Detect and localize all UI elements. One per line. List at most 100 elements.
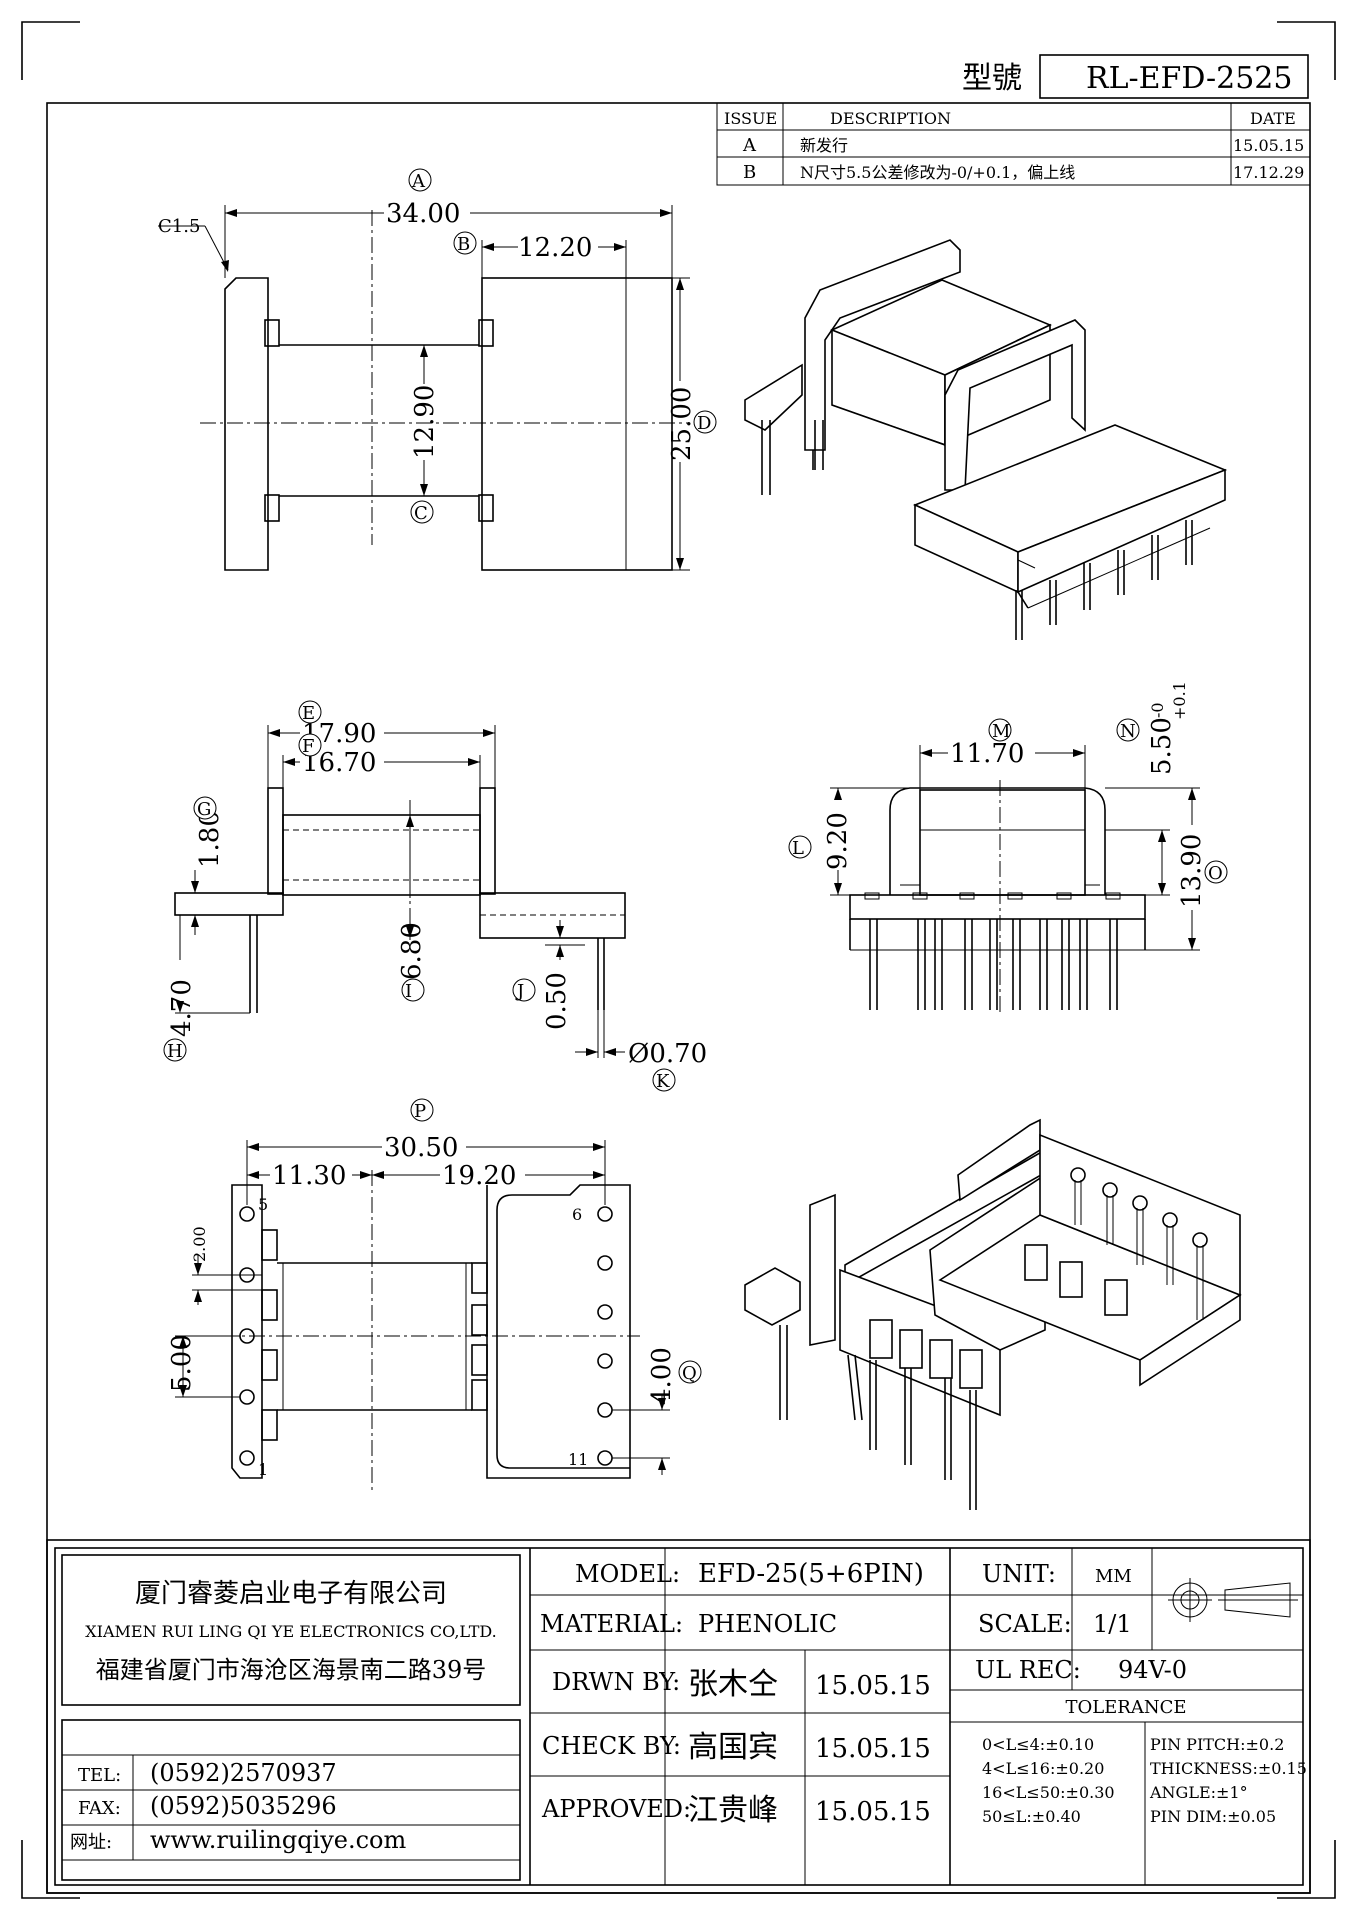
- pin-label-11: 11: [568, 1450, 588, 1469]
- model-value: EFD-25(5+6PIN): [698, 1559, 924, 1589]
- dim-q-label: Q: [682, 1363, 697, 1384]
- dim-pitch-small-value: 2.00: [190, 1226, 209, 1262]
- drawn-date: 15.05.15: [815, 1671, 931, 1701]
- dim-l-value: 9.20: [823, 812, 853, 870]
- dim-i-label: I: [405, 981, 412, 1002]
- approved-label: APPROVED:: [541, 1795, 691, 1823]
- revision-description-a: 新发行: [800, 136, 848, 155]
- tolerance-left-4: 50≤L:±0.40: [982, 1807, 1081, 1826]
- dim-g-value: 1.80: [195, 810, 225, 868]
- scale-value: 1/1: [1093, 1610, 1132, 1638]
- dim-h-label: H: [167, 1041, 183, 1062]
- model-header-value: RL-EFD-2525: [1086, 61, 1292, 96]
- revision-date-b: 17.12.29: [1233, 163, 1304, 182]
- approved-date: 15.05.15: [815, 1797, 931, 1827]
- drawn-label: DRWN BY:: [552, 1668, 680, 1696]
- fax-label: FAX:: [78, 1798, 121, 1819]
- dim-a-value: 34.00: [386, 199, 460, 229]
- drawn-name: 张木仝: [688, 1667, 778, 1702]
- dim-h-value: 4.70: [167, 979, 197, 1037]
- dim-j-label: J: [515, 981, 524, 1002]
- revision-date-a: 15.05.15: [1233, 136, 1304, 155]
- dim-o-label: O: [1208, 863, 1223, 884]
- revision-issue-b: B: [743, 162, 756, 183]
- dim-e-label: E: [302, 703, 315, 724]
- projection-symbol-icon: [1168, 1578, 1298, 1622]
- model-label: MODEL:: [575, 1560, 680, 1588]
- revision-header-date: DATE: [1250, 109, 1296, 128]
- crop-marks: [21, 21, 1336, 1899]
- dim-p1-value: 11.30: [272, 1161, 346, 1191]
- material-value: PHENOLIC: [698, 1610, 837, 1638]
- tolerance-left-3: 16<L≤50:±0.30: [982, 1783, 1115, 1802]
- dim-l-label: L: [792, 838, 804, 859]
- dim-o-value: 13.90: [1177, 834, 1207, 908]
- company-name-cn: 厦门睿菱启业电子有限公司: [135, 1579, 447, 1609]
- dim-n-value: 5.50: [1147, 717, 1177, 775]
- revision-description-b: N尺寸5.5公差修改为-0/+0.1，偏上线: [800, 163, 1075, 182]
- approved-name: 江贵峰: [688, 1793, 778, 1828]
- dim-m-value: 11.70: [950, 739, 1024, 769]
- dim-c-value: 12.90: [410, 385, 440, 459]
- iso-view-bottom: [744, 1118, 1242, 1510]
- check-name: 高国宾: [688, 1730, 778, 1765]
- revision-issue-a: A: [742, 135, 757, 156]
- dim-b-value: 12.20: [518, 233, 592, 263]
- tolerance-right-3: ANGLE:±1°: [1149, 1783, 1248, 1802]
- bottom-view: 5 1 6 11 30.50 P 11.30 19.20 2.00: [167, 1098, 702, 1490]
- tolerance-title: TOLERANCE: [1065, 1697, 1186, 1718]
- tolerance-right-2: THICKNESS:±0.15: [1150, 1759, 1307, 1778]
- dim-pitch-left-value: 5.00: [167, 1334, 197, 1392]
- dim-j-value: 0.50: [542, 972, 572, 1030]
- dim-n-tol-lower: -0: [1148, 702, 1167, 718]
- company-address: 福建省厦门市海沧区海景南二路39号: [96, 1656, 487, 1684]
- scale-label: SCALE:: [978, 1610, 1072, 1638]
- dim-m-label: M: [992, 721, 1010, 742]
- dim-d-label: D: [697, 413, 711, 434]
- web-label: 网址:: [70, 1832, 112, 1853]
- dim-k-value: Ø0.70: [628, 1039, 707, 1069]
- dim-n-tol-upper: +0.1: [1170, 681, 1189, 720]
- check-date: 15.05.15: [815, 1734, 931, 1764]
- material-label: MATERIAL:: [540, 1610, 683, 1638]
- iso-view-top: [744, 239, 1228, 640]
- check-label: CHECK BY:: [542, 1732, 681, 1760]
- revision-table: ISSUE DESCRIPTION DATE A 新发行 15.05.15 B …: [716, 102, 1311, 186]
- dim-i-value: 6.80: [397, 922, 427, 980]
- dim-p2-value: 19.20: [442, 1161, 516, 1191]
- title-block: 厦门睿菱启业电子有限公司 XIAMEN RUI LING QI YE ELECT…: [46, 1539, 1311, 1894]
- tolerance-left-2: 4<L≤16:±0.20: [982, 1759, 1104, 1778]
- unit-label: UNIT:: [982, 1560, 1056, 1588]
- dim-f-label: F: [302, 736, 315, 757]
- unit-value: MM: [1095, 1566, 1132, 1587]
- dim-p-label: P: [414, 1101, 426, 1122]
- tel-value: (0592)2570937: [150, 1759, 337, 1787]
- revision-header-issue: ISSUE: [724, 109, 777, 128]
- fax-value: (0592)5035296: [150, 1792, 337, 1820]
- pin-label-5: 5: [258, 1195, 268, 1214]
- top-view: 34.00 A 12.20 B C1.5 12.90 C 25.00: [158, 168, 717, 571]
- model-header: 型號 RL-EFD-2525: [962, 54, 1309, 99]
- dim-d-value: 25.00: [667, 387, 697, 461]
- pin-label-6: 6: [572, 1205, 582, 1224]
- dim-b-label: B: [457, 234, 470, 255]
- tolerance-right-4: PIN DIM:±0.05: [1150, 1807, 1276, 1826]
- web-value: www.ruilingqiye.com: [150, 1826, 407, 1854]
- dim-a-label: A: [411, 171, 426, 192]
- model-header-label: 型號: [962, 61, 1022, 96]
- tel-label: TEL:: [78, 1765, 121, 1786]
- pin-label-1: 1: [258, 1460, 268, 1479]
- company-name-en: XIAMEN RUI LING QI YE ELECTRONICS CO,LTD…: [85, 1622, 497, 1641]
- dim-q-value: 4.00: [647, 1347, 677, 1405]
- ul-label: UL REC:: [975, 1656, 1081, 1684]
- tolerance-right-1: PIN PITCH:±0.2: [1150, 1735, 1284, 1754]
- ul-value: 94V-0: [1118, 1656, 1187, 1684]
- side-view: 17.90 E 16.70 F 1.80 G 4.70 H 6.80: [163, 700, 707, 1092]
- dim-p-value: 30.50: [384, 1133, 458, 1163]
- dim-g-label: G: [197, 799, 211, 820]
- revision-header-description: DESCRIPTION: [830, 109, 951, 128]
- dim-n-label: N: [1120, 721, 1136, 742]
- front-view: 11.70 M 5.50 +0.1 -0 N 9.20 L 13.90 O: [788, 681, 1228, 1015]
- dim-k-label: K: [656, 1071, 670, 1092]
